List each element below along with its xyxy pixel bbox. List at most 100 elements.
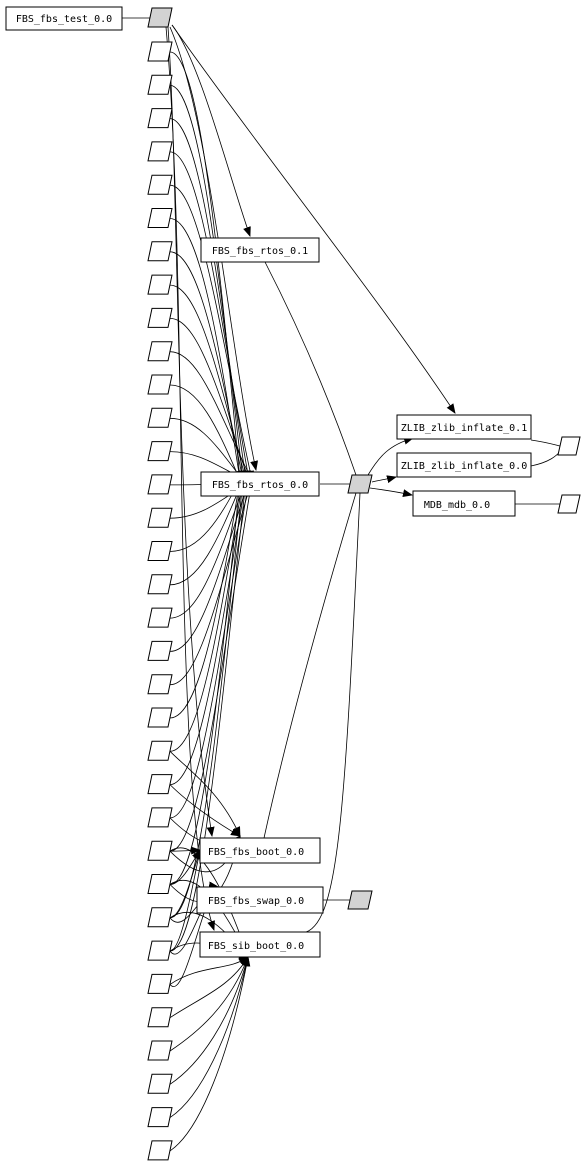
leaf-node-zlib xyxy=(557,436,581,456)
edge-leaf-to-rtos00 xyxy=(169,479,243,719)
node-fbs-rtos-00-label: FBS_fbs_rtos_0.0 xyxy=(212,480,308,491)
node-mdb-label: MDB_mdb_0.0 xyxy=(424,500,490,511)
node-zlib-inflate-01[interactable]: ZLIB_zlib_inflate_0.1 xyxy=(396,414,532,440)
edge-hub-to-zlib00 xyxy=(371,475,397,484)
leaf-node xyxy=(147,441,173,462)
leaf-node xyxy=(147,574,173,595)
hub-node-swap xyxy=(347,890,373,910)
leaf-node xyxy=(147,474,173,495)
node-mdb[interactable]: MDB_mdb_0.0 xyxy=(412,490,516,517)
node-fbs-test[interactable]: FBS_fbs_test_0.0 xyxy=(5,6,123,31)
edge-boot-to-hub xyxy=(263,492,357,839)
edge-leaf-to-rtos00 xyxy=(169,218,243,481)
leaf-node xyxy=(147,74,173,95)
edge-leaf-to-rtos00 xyxy=(169,479,250,652)
edge-leaf-to-rtos00 xyxy=(169,417,244,481)
leaf-node xyxy=(147,174,173,195)
leaf-node xyxy=(147,1107,173,1128)
edge-leaf-to-rtos00 xyxy=(169,479,252,819)
edge-zlib01-to-leaf xyxy=(530,439,561,447)
edge-leaf-to-rtos00 xyxy=(169,479,247,919)
node-fbs-rtos-01[interactable]: FBS_fbs_rtos_0.1 xyxy=(200,237,320,263)
edge-leaf-to-rtos00 xyxy=(169,351,253,481)
edge-leaf-to-rtos00 xyxy=(169,479,249,952)
edge-leaf-to-rtos00 xyxy=(169,479,247,619)
leaf-nodes-layer xyxy=(147,41,173,1161)
node-fbs-swap-label: FBS_fbs_swap_0.0 xyxy=(208,896,304,907)
edge-sib-to-hub xyxy=(305,492,361,933)
node-zlib-inflate-00[interactable]: ZLIB_zlib_inflate_0.0 xyxy=(396,452,532,478)
node-sib-boot-label: FBS_sib_boot_0.0 xyxy=(208,941,304,952)
leaf-node xyxy=(147,907,173,928)
edge-leaf-to-sib xyxy=(169,956,250,1085)
leaf-node xyxy=(147,541,173,561)
edge-leaf-to-sib xyxy=(169,956,250,1118)
edge-hub-to-rtos01 xyxy=(171,24,251,237)
edge-zlib00-to-leaf xyxy=(530,449,563,467)
leaf-node xyxy=(147,341,173,362)
edge-leaf-to-rtos00 xyxy=(169,384,241,481)
edge-leaf-to-rtos00 xyxy=(169,479,249,785)
edge-hub-to-mdb xyxy=(369,487,413,498)
leaf-node xyxy=(147,241,173,262)
edge-leaf-to-rtos00 xyxy=(169,84,246,481)
edge-leaf-to-rtos00 xyxy=(169,318,250,481)
leaf-node xyxy=(147,674,173,695)
edge-rtos01-to-hub xyxy=(264,261,357,476)
leaf-node xyxy=(147,307,173,328)
edge-leaf-to-rtos00 xyxy=(169,51,244,481)
node-zlib-inflate-01-label: ZLIB_zlib_inflate_0.1 xyxy=(401,423,527,434)
leaf-node xyxy=(147,874,173,894)
edges-layer xyxy=(122,17,563,1152)
edge-leaf-to-rtos00 xyxy=(169,479,246,752)
leaf-node xyxy=(147,940,173,961)
edge-leaf-to-rtos00 xyxy=(169,184,254,481)
edge-leaf-to-sib xyxy=(169,956,251,1152)
node-fbs-test-label: FBS_fbs_test_0.0 xyxy=(16,14,112,25)
leaf-node xyxy=(147,108,173,129)
leaf-node xyxy=(147,374,173,395)
leaf-node xyxy=(147,1073,173,1094)
edge-leaf-to-boot xyxy=(169,751,241,837)
node-fbs-swap[interactable]: FBS_fbs_swap_0.0 xyxy=(196,886,324,914)
edge-hub-to-zlib01b xyxy=(367,436,414,476)
leaf-node xyxy=(147,607,173,628)
hub-node-middle xyxy=(347,474,373,494)
leaf-node xyxy=(147,740,173,761)
edge-leaf-to-rtos00 xyxy=(169,479,244,885)
edge-hub-to-zlib01 xyxy=(171,24,456,414)
edge-leaf-to-sib xyxy=(169,956,249,1052)
edge-leaf-to-rtos00 xyxy=(169,479,244,586)
leaf-node xyxy=(147,807,173,828)
node-fbs-rtos-01-label: FBS_fbs_rtos_0.1 xyxy=(212,246,308,257)
leaf-node xyxy=(147,640,173,661)
edge-leaf-to-rtos00 xyxy=(169,479,254,686)
leaf-node xyxy=(147,208,173,228)
hub-node-top xyxy=(147,7,173,28)
leaf-node xyxy=(147,774,173,795)
node-fbs-rtos-00[interactable]: FBS_fbs_rtos_0.0 xyxy=(200,471,320,497)
leaf-node xyxy=(147,274,173,295)
leaf-node xyxy=(147,407,173,428)
edge-leaf-to-sib xyxy=(169,956,249,985)
leaf-node-mdb xyxy=(557,494,581,514)
edge-leaf-to-rtos00 xyxy=(169,118,249,481)
edge-leaf-to-boot-side xyxy=(169,846,201,855)
node-fbs-boot[interactable]: FBS_fbs_boot_0.0 xyxy=(199,837,321,864)
leaf-node xyxy=(147,41,173,62)
leaf-node xyxy=(147,507,173,528)
edge-leaf-to-rtos00 xyxy=(169,479,255,852)
node-zlib-inflate-00-label: ZLIB_zlib_inflate_0.0 xyxy=(401,461,527,472)
leaf-node xyxy=(147,973,173,994)
leaf-node xyxy=(147,840,173,861)
leaf-node xyxy=(147,1140,173,1161)
edge-leaf-to-sib xyxy=(169,956,249,1019)
leaf-node xyxy=(147,707,173,728)
node-sib-boot[interactable]: FBS_sib_boot_0.0 xyxy=(199,931,321,958)
leaf-node xyxy=(147,1007,173,1028)
leaf-node xyxy=(147,141,173,162)
node-fbs-boot-label: FBS_fbs_boot_0.0 xyxy=(208,847,304,858)
edge-leaf-to-boot xyxy=(169,784,241,837)
leaf-node xyxy=(147,1040,173,1061)
